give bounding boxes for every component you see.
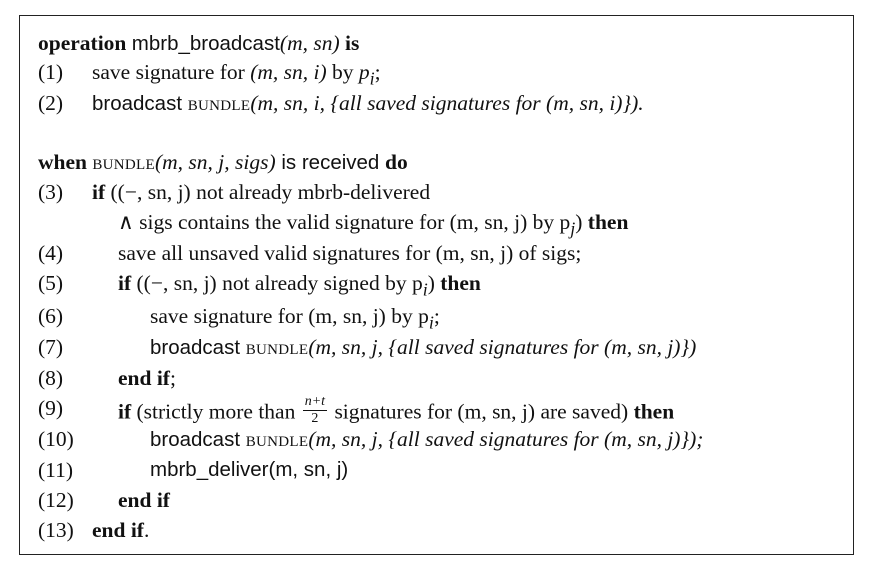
line-8: end if; [118, 366, 176, 390]
line-number: (7) [38, 335, 64, 359]
math: p [358, 60, 370, 84]
kw-do: do [385, 150, 408, 174]
line-number: (12) [38, 488, 74, 512]
line-number: (2) [38, 91, 64, 115]
op-args: (m, sn) [279, 31, 340, 55]
kw-if: if [118, 399, 132, 424]
math: (m, sn, j, {all saved signatures for (m,… [308, 427, 704, 451]
line-number: (4) [38, 241, 64, 265]
text: save signature for (m, sn, j) by p [150, 304, 429, 328]
line-number: (5) [38, 271, 64, 295]
paren: ) [427, 271, 435, 295]
line-11: mbrb_deliver(m, sn, j) [150, 458, 349, 481]
kw-if: if [92, 180, 106, 204]
received-text: is received [275, 151, 386, 174]
when-header: when bundle(m, sn, j, sigs) is received … [38, 150, 408, 174]
kw-if: if [118, 271, 132, 295]
text: . [143, 518, 150, 542]
kw-is: is [345, 31, 360, 55]
msg-bundle: bundle [245, 427, 309, 451]
line-13: end if. [92, 518, 150, 542]
kw-when: when [38, 150, 87, 174]
text: broadcast [92, 92, 188, 115]
line-5: if ((−, sn, j) not already signed by pi)… [118, 271, 481, 300]
fraction-numerator: n+t [302, 394, 328, 411]
kw-then: then [633, 399, 675, 424]
condition: signatures for (m, sn, j) are saved) [329, 399, 629, 424]
line-number: (9) [38, 396, 64, 420]
text: ; [169, 366, 176, 390]
paren: ) [575, 210, 583, 234]
text: broadcast [150, 336, 246, 359]
kw-end-if: end if [118, 366, 170, 390]
msg-bundle: bundle [92, 150, 155, 174]
condition: ((−, sn, j) not already signed by p [136, 271, 423, 295]
text: by [326, 60, 359, 84]
text: ; [433, 304, 440, 328]
line-number: (1) [38, 60, 64, 84]
text: broadcast [150, 428, 246, 451]
msg-bundle: bundle [187, 91, 251, 115]
math: (m, sn, i, {all saved signatures for (m,… [250, 91, 644, 115]
subscript: i [369, 68, 375, 89]
math: (m, sn, i) [250, 60, 327, 84]
kw-then: then [587, 210, 629, 234]
subscript: i [422, 279, 428, 300]
line-number: (11) [38, 458, 74, 482]
condition: (strictly more than [136, 399, 301, 424]
operation-header: operation mbrb_broadcast(m, sn) is [38, 31, 360, 55]
line-10: broadcast bundle(m, sn, j, {all saved si… [150, 427, 704, 451]
line-12: end if [118, 488, 170, 512]
line-4: save all unsaved valid signatures for (m… [118, 241, 582, 265]
line-2: broadcast bundle(m, sn, i, {all saved si… [92, 91, 644, 115]
line-3: if ((−, sn, j) not already mbrb-delivere… [92, 180, 431, 204]
kw-operation: operation [38, 31, 127, 55]
line-6: save signature for (m, sn, j) by pi; [150, 304, 440, 333]
line-1: save signature for (m, sn, i) by pi; [92, 60, 381, 89]
line-number: (6) [38, 304, 64, 328]
algorithm-box [19, 15, 854, 555]
op-name: mbrb_broadcast [131, 32, 280, 55]
when-args: (m, sn, j, sigs) [155, 150, 276, 174]
fraction-denominator: 2 [311, 411, 319, 426]
kw-end-if: end if [92, 518, 144, 542]
msg-bundle: bundle [245, 335, 309, 359]
subscript: j [570, 218, 576, 239]
condition: ∧ sigs contains the valid signature for … [118, 210, 571, 234]
line-number: (8) [38, 366, 64, 390]
text: ; [374, 60, 381, 84]
subscript: i [428, 312, 434, 333]
kw-end-if: end if [118, 488, 170, 512]
line-number: (3) [38, 180, 64, 204]
line-7: broadcast bundle(m, sn, j, {all saved si… [150, 335, 697, 359]
condition: ((−, sn, j) not already mbrb-delivered [110, 180, 431, 204]
line-number: (13) [38, 518, 74, 542]
kw-then: then [440, 271, 481, 295]
line-3b: ∧ sigs contains the valid signature for … [118, 210, 629, 239]
line-number: (10) [38, 427, 74, 451]
math: (m, sn, j, {all saved signatures for (m,… [308, 335, 697, 359]
text: save signature for [92, 60, 251, 84]
